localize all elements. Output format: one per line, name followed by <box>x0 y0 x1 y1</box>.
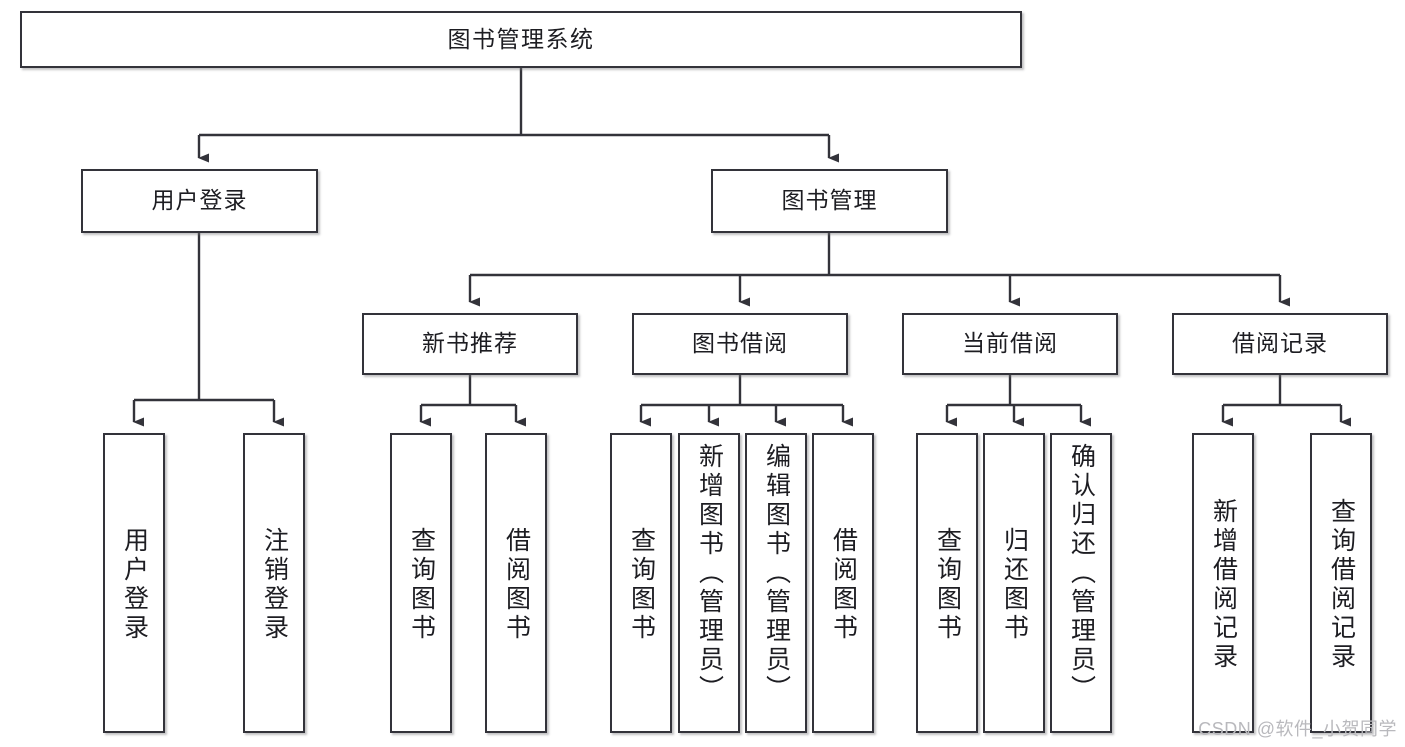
node-label: 查询借阅记录 <box>1327 498 1356 672</box>
node-label: 查询图书 <box>407 527 436 643</box>
node-label: 图书管理系统 <box>447 25 595 52</box>
node-label: 查询图书 <box>627 527 656 643</box>
node-new-book-rec[interactable]: 新书推荐 <box>362 313 578 375</box>
node-leaf-return-book[interactable]: 归还图书 <box>983 433 1045 733</box>
node-label: 当前借阅 <box>962 330 1058 357</box>
node-label: 用户登录 <box>120 527 149 643</box>
node-root[interactable]: 图书管理系统 <box>20 11 1022 68</box>
node-leaf-edit-book[interactable]: 编辑图书（管理员） <box>745 433 807 733</box>
node-label: 借阅记录 <box>1232 330 1328 357</box>
node-label: 注销登录 <box>260 527 289 643</box>
node-label: 新增借阅记录 <box>1209 498 1238 672</box>
node-leaf-user-logout[interactable]: 注销登录 <box>243 433 305 733</box>
node-leaf-query-record[interactable]: 查询借阅记录 <box>1310 433 1372 733</box>
node-leaf-borrow-book-1[interactable]: 借阅图书 <box>485 433 547 733</box>
node-label: 借阅图书 <box>502 527 531 643</box>
node-leaf-query-book-3[interactable]: 查询图书 <box>916 433 978 733</box>
node-label: 查询图书 <box>933 527 962 643</box>
node-book-borrow[interactable]: 图书借阅 <box>632 313 848 375</box>
node-label: 确认归还（管理员） <box>1067 443 1096 704</box>
node-label: 新书推荐 <box>422 330 518 357</box>
node-leaf-borrow-book-2[interactable]: 借阅图书 <box>812 433 874 733</box>
node-leaf-query-book-1[interactable]: 查询图书 <box>390 433 452 733</box>
node-leaf-user-login[interactable]: 用户登录 <box>103 433 165 733</box>
node-label: 用户登录 <box>151 187 248 214</box>
node-label: 新增图书（管理员） <box>695 443 724 704</box>
node-label: 编辑图书（管理员） <box>762 443 791 704</box>
node-borrow-record[interactable]: 借阅记录 <box>1172 313 1388 375</box>
node-leaf-add-book[interactable]: 新增图书（管理员） <box>678 433 740 733</box>
watermark-text: CSDN @软件_小贺同学 <box>1198 719 1397 739</box>
node-leaf-query-book-2[interactable]: 查询图书 <box>610 433 672 733</box>
node-leaf-add-record[interactable]: 新增借阅记录 <box>1192 433 1254 733</box>
node-book-manage[interactable]: 图书管理 <box>711 169 948 233</box>
node-label: 归还图书 <box>1000 527 1029 643</box>
node-label: 图书借阅 <box>692 330 788 357</box>
node-label: 图书管理 <box>781 187 878 214</box>
node-leaf-confirm-return[interactable]: 确认归还（管理员） <box>1050 433 1112 733</box>
node-user-login[interactable]: 用户登录 <box>81 169 318 233</box>
node-current-borrow[interactable]: 当前借阅 <box>902 313 1118 375</box>
node-label: 借阅图书 <box>829 527 858 643</box>
